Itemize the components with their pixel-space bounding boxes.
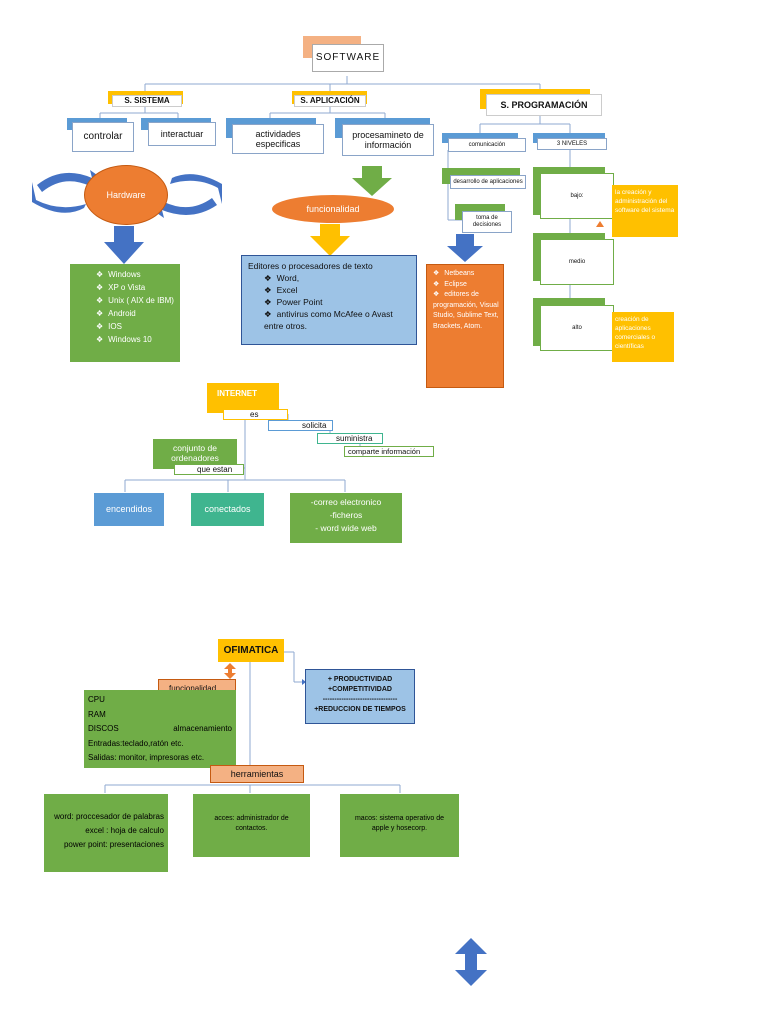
tool-item: Eclipse [433,280,499,291]
comparte-label: comparte información [344,446,434,457]
encendidos-box: encendidos [94,493,164,526]
procesamiento-box: procesamineto de información [342,124,434,156]
hw-discos-row: DISCOS almacenamiento [88,722,232,737]
office-tool-line: power point: presentaciones [63,840,164,849]
controlar-box: controlar [72,122,134,152]
actividades-box: actividades especificas [232,124,324,154]
os-item: IOS [96,320,180,333]
double-arrow-icon [224,663,236,679]
herramientas-label: herramientas [210,765,304,783]
office-tools-box: word: proccesador de palabras excel : ho… [44,794,168,872]
benefit-line: +REDUCCION DE TIEMPOS [314,706,406,713]
editores-title: Editores o procesadores de texto [248,261,373,271]
bajo-box: bajo: [540,173,614,219]
benefit-line: +COMPETITIVIDAD [328,686,392,693]
sistema-label: S. SISTEMA [112,95,182,107]
hw-salidas: Salidas: monitor, impresoras etc. [88,753,205,762]
macos-box: macos: sistema operativo de apple y hose… [340,794,459,857]
os-item: XP o Vista [96,281,180,294]
hw-entradas: Entradas:teclado,ratón etc. [88,738,184,748]
hw-discos: DISCOS [88,724,119,733]
os-item: Unix ( AIX de IBM) [96,294,180,307]
benefits-box: + PRODUCTIVIDAD +COMPETITIVIDAD --------… [305,669,415,724]
correo-line: -ficheros [329,510,363,520]
correo-box: -correo electronico -ficheros - word wid… [290,493,402,543]
editores-box: Editores o procesadores de texto Word, E… [241,255,417,345]
down-arrow-icon [447,234,483,262]
medio-box: medio [540,239,614,285]
benefit-line: -------------------------------- [322,696,398,703]
hardware-box: CPU RAM DISCOS almacenamiento Entradas:t… [84,690,236,768]
comunicacion-box: comunicación [448,138,526,152]
office-tool-line: excel : hoja de calculo [85,826,164,835]
hw-almacenamiento: almacenamiento [173,724,232,733]
conectados-box: conectados [191,493,264,526]
editores-item: antivirus como McAfee o Avast entre otro… [264,308,410,332]
niveles-box: 3 NIVELES [537,138,607,150]
toma-box: toma de decisiones [462,211,512,233]
bajo-desc-box: la creación y administración del softwar… [612,185,678,237]
os-item: Android [96,307,180,320]
os-list-box: Windows XP o Vista Unix ( AIX de IBM) An… [70,264,180,362]
tool-item: Netbeans [433,269,499,280]
tool-item: editores de programación, Visual Studio,… [433,290,499,332]
solicita-label: solicita [268,420,333,431]
hardware-ellipse: Hardware [84,165,168,225]
os-item: Windows 10 [96,333,180,346]
programacion-label: S. PROGRAMACIÓN [486,94,602,116]
desarrollo-box: desarrollo de aplicaciones [450,175,526,189]
software-title: SOFTWARE [312,44,384,72]
office-tool-line: word: proccesador de palabras [54,812,164,821]
editores-item: Word, [264,272,410,284]
interactuar-box: interactuar [148,122,216,146]
suministra-label: suministra [317,433,383,444]
aplicacion-label: S. APLICACIÓN [294,95,366,107]
correo-line: - word wide web [315,523,377,533]
editores-item: Power Point [264,296,410,308]
down-arrow-icon [104,226,144,264]
alto-box: alto [540,305,614,351]
que-estan-label: que estan [174,464,244,475]
hw-ram: RAM [88,709,106,719]
benefit-line: + PRODUCTIVIDAD [327,676,393,683]
correo-line: -correo electronico [310,497,382,507]
down-arrow-icon [352,166,392,196]
acces-box: acces: administrador de contactos. [193,794,310,857]
es-label: es [223,409,288,420]
alto-desc-box: creación de aplicaciones comerciales o c… [612,312,674,362]
down-arrow-icon [310,224,350,256]
internet-title: INTERNET [207,383,279,413]
up-down-arrow-icon [455,938,487,986]
ofimatica-title: OFIMATICA [218,639,284,662]
os-item: Windows [96,268,180,281]
editores-item: Excel [264,284,410,296]
funcionalidad-ellipse: funcionalidad [272,195,394,223]
tools-box: Netbeans Eclipse editores de programació… [426,264,504,388]
hw-cpu: CPU [88,695,105,704]
